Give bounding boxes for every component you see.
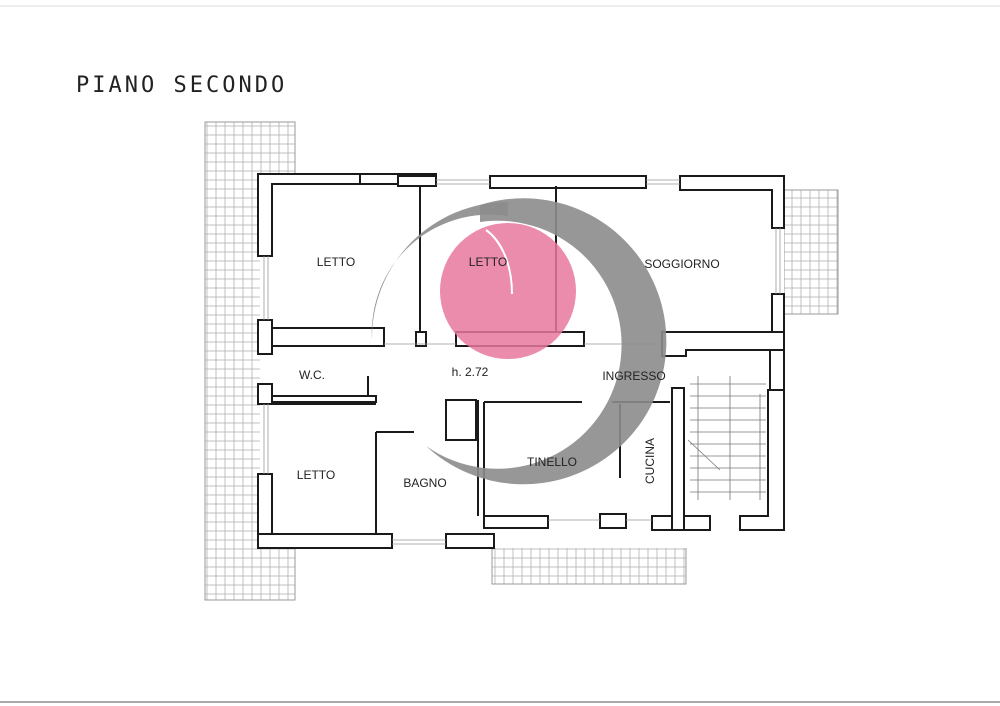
watermark-logo bbox=[371, 198, 667, 485]
height-note: h. 2.72 bbox=[452, 365, 489, 379]
plan-title: PIANO SECONDO bbox=[76, 73, 287, 98]
walls bbox=[257, 173, 785, 549]
staircase bbox=[687, 376, 766, 500]
room-label-cucina: CUCINA bbox=[643, 438, 657, 484]
room-label-wc: W.C. bbox=[299, 368, 325, 382]
room-label-ingresso: INGRESSO bbox=[602, 369, 665, 383]
room-label-letto-1: LETTO bbox=[317, 255, 355, 269]
room-label-soggiorno: SOGGIORNO bbox=[644, 257, 719, 271]
room-label-bagno: BAGNO bbox=[403, 476, 446, 490]
room-label-tinello: TINELLO bbox=[527, 455, 577, 469]
logo-pink-circle bbox=[440, 223, 576, 359]
balcony-right bbox=[783, 189, 839, 315]
room-label-letto-2: LETTO bbox=[469, 255, 507, 269]
logo-gray-ring bbox=[426, 198, 667, 485]
room-label-letto-3: LETTO bbox=[297, 468, 335, 482]
